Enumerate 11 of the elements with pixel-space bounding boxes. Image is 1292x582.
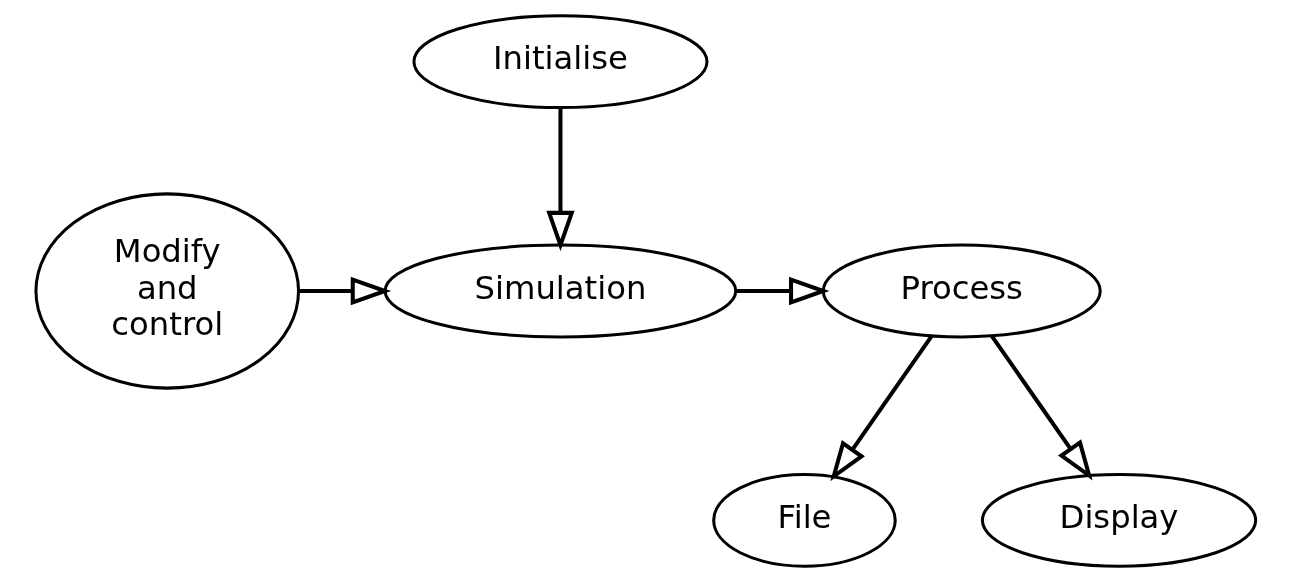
node-ellipse: Process bbox=[821, 243, 1102, 339]
node-ellipse: Modify and control bbox=[34, 192, 301, 390]
node-ellipse: Initialise bbox=[412, 14, 709, 110]
node-ellipse: File bbox=[712, 472, 897, 568]
arrow bbox=[736, 276, 830, 306]
arrow bbox=[546, 107, 575, 252]
node-ellipse: Display bbox=[980, 472, 1258, 568]
node-ellipse: Simulation bbox=[383, 243, 738, 339]
arrow bbox=[298, 276, 392, 306]
arrow bbox=[990, 334, 1093, 481]
arrow bbox=[830, 334, 934, 482]
